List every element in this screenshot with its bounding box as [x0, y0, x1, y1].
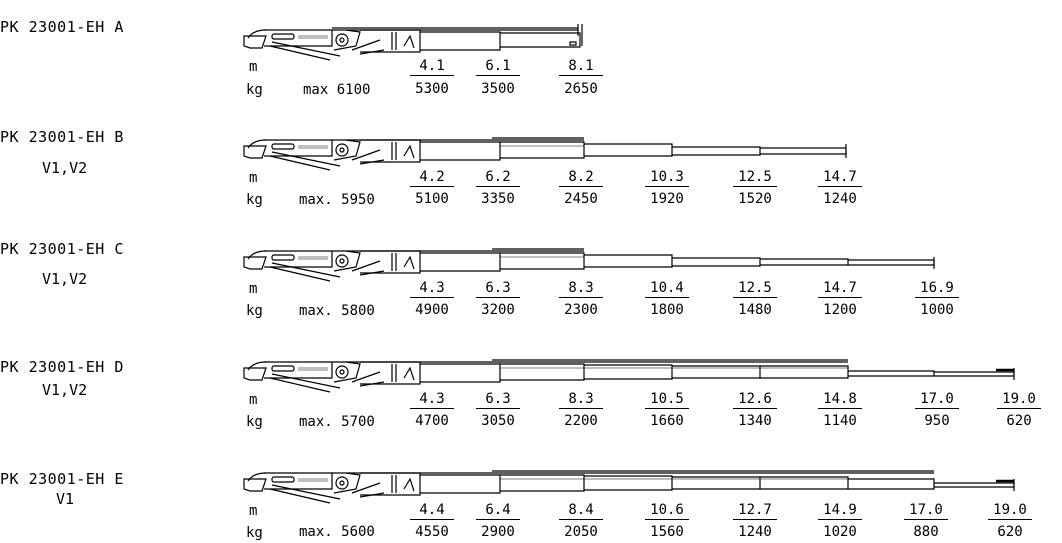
reach-value: 6.2 — [476, 169, 520, 187]
reach-value: 17.0 — [915, 391, 959, 409]
reach-value: 12.5 — [733, 280, 777, 298]
unit-kg: kg — [246, 414, 263, 430]
load-value: 880 — [913, 524, 939, 540]
load-value: 4550 — [415, 524, 449, 540]
variant-label: V1,V2 — [42, 270, 88, 288]
reach-value: 4.1 — [410, 58, 454, 76]
load-value: 620 — [1006, 413, 1032, 429]
reach-value: 17.0 — [904, 502, 948, 520]
load-value: 2300 — [564, 302, 598, 318]
load-value: 1240 — [738, 524, 772, 540]
crane-drawing — [243, 359, 1015, 393]
reach-value: 14.7 — [818, 280, 862, 298]
load-value: 950 — [924, 413, 950, 429]
reach-value: 12.6 — [733, 391, 777, 409]
max-capacity: max. 5700 — [299, 414, 375, 430]
reach-value: 4.3 — [410, 280, 454, 298]
load-value: 1560 — [650, 524, 684, 540]
load-value: 3050 — [481, 413, 515, 429]
reach-value: 19.0 — [988, 502, 1032, 520]
unit-kg: kg — [246, 192, 263, 208]
reach-value: 12.7 — [733, 502, 777, 520]
load-value: 1480 — [738, 302, 772, 318]
crane-drawing — [243, 248, 935, 282]
load-value: 1200 — [823, 302, 857, 318]
load-value: 4900 — [415, 302, 449, 318]
reach-value: 8.3 — [559, 391, 603, 409]
load-value: 2050 — [564, 524, 598, 540]
load-value: 5300 — [415, 81, 449, 97]
max-capacity: max 6100 — [303, 82, 371, 98]
load-value: 4700 — [415, 413, 449, 429]
unit-m: m — [249, 59, 258, 75]
load-value: 1140 — [823, 413, 857, 429]
load-value: 5100 — [415, 191, 449, 207]
model-label: PK 23001-EH B — [0, 128, 124, 146]
reach-value: 8.3 — [559, 280, 603, 298]
reach-value: 8.4 — [559, 502, 603, 520]
max-capacity: max. 5950 — [299, 192, 375, 208]
variant-label: V1,V2 — [42, 159, 88, 177]
max-capacity: max. 5800 — [299, 303, 375, 319]
model-label: PK 23001-EH A — [0, 18, 124, 36]
load-value: 1920 — [650, 191, 684, 207]
reach-value: 19.0 — [997, 391, 1041, 409]
crane-drawing — [243, 24, 583, 61]
load-value: 1020 — [823, 524, 857, 540]
reach-value: 14.9 — [818, 502, 862, 520]
unit-m: m — [249, 281, 258, 297]
model-label: PK 23001-EH C — [0, 240, 124, 258]
load-value: 3200 — [481, 302, 515, 318]
reach-value: 6.3 — [476, 280, 520, 298]
reach-value: 12.5 — [733, 169, 777, 187]
load-value: 620 — [997, 524, 1023, 540]
crane-drawing — [243, 137, 847, 171]
load-value: 2900 — [481, 524, 515, 540]
reach-value: 8.1 — [559, 58, 603, 76]
reach-value: 10.6 — [645, 502, 689, 520]
reach-value: 8.2 — [559, 169, 603, 187]
load-value: 1660 — [650, 413, 684, 429]
load-value: 1800 — [650, 302, 684, 318]
reach-value: 16.9 — [915, 280, 959, 298]
reach-value: 10.4 — [645, 280, 689, 298]
reach-value: 6.4 — [476, 502, 520, 520]
load-value: 1340 — [738, 413, 772, 429]
unit-kg: kg — [246, 303, 263, 319]
unit-m: m — [249, 170, 258, 186]
reach-value: 4.4 — [410, 502, 454, 520]
load-value: 2650 — [564, 81, 598, 97]
load-value: 1240 — [823, 191, 857, 207]
load-value: 3350 — [481, 191, 515, 207]
unit-kg: kg — [246, 82, 263, 98]
model-label: PK 23001-EH E — [0, 470, 124, 488]
reach-value: 6.1 — [476, 58, 520, 76]
load-value: 3500 — [481, 81, 515, 97]
reach-value: 6.3 — [476, 391, 520, 409]
load-value: 2450 — [564, 191, 598, 207]
model-label: PK 23001-EH D — [0, 358, 124, 376]
variant-label: V1 — [56, 490, 75, 508]
reach-value: 14.8 — [818, 391, 862, 409]
unit-m: m — [249, 503, 258, 519]
reach-value: 14.7 — [818, 169, 862, 187]
crane-drawing — [243, 470, 1015, 504]
variant-label: V1,V2 — [42, 381, 88, 399]
load-value: 1000 — [920, 302, 954, 318]
reach-value: 10.3 — [645, 169, 689, 187]
max-capacity: max. 5600 — [299, 524, 375, 540]
load-value: 2200 — [564, 413, 598, 429]
load-value: 1520 — [738, 191, 772, 207]
reach-value: 4.2 — [410, 169, 454, 187]
reach-value: 4.3 — [410, 391, 454, 409]
reach-value: 10.5 — [645, 391, 689, 409]
unit-m: m — [249, 392, 258, 408]
unit-kg: kg — [246, 525, 263, 541]
